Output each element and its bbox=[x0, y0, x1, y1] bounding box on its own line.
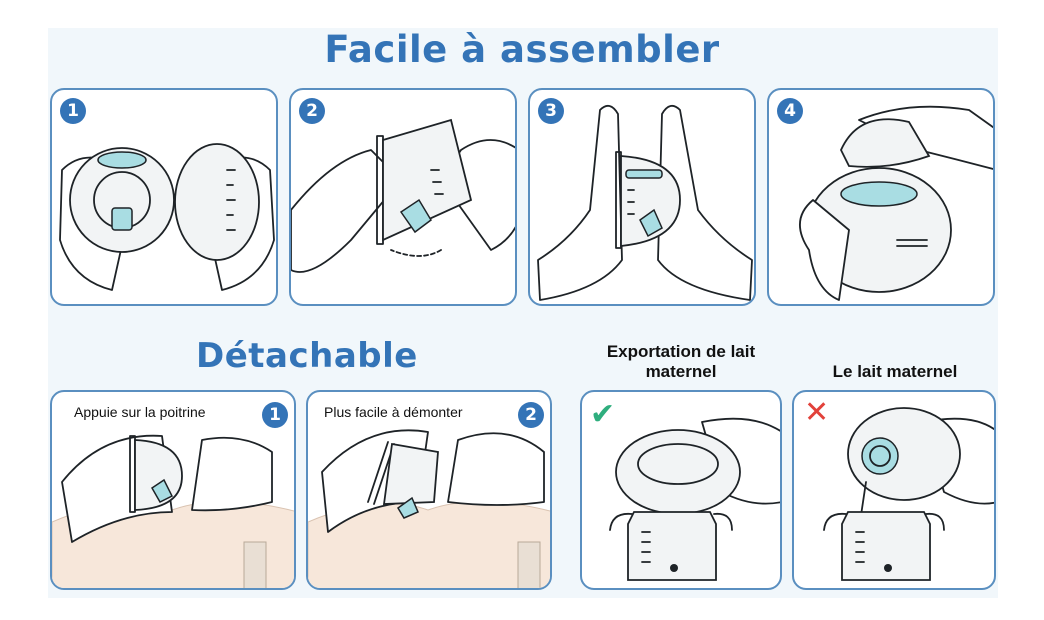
good-example-illustration bbox=[609, 417, 780, 581]
detach-step-1-panel: Appuie sur la poitrine 1 bbox=[50, 390, 296, 590]
assemble-step-1-panel: 1 bbox=[50, 88, 278, 306]
assemble-step-1-illustration bbox=[59, 143, 275, 291]
step-number-badge: 4 bbox=[777, 98, 803, 124]
assemble-step-2-panel: 2 bbox=[289, 88, 517, 306]
detach-step-2-panel: Plus facile à démonter 2 bbox=[306, 390, 552, 590]
good-example-panel: ✔ bbox=[580, 390, 782, 590]
bad-example-illustration bbox=[823, 407, 994, 581]
detach-step-2-illustration bbox=[308, 429, 550, 588]
assemble-step-4-illustration bbox=[799, 105, 993, 301]
bad-example-label: Le lait maternel bbox=[832, 362, 958, 381]
bad-example-panel: ✕ bbox=[792, 390, 996, 590]
cross-icon: ✕ bbox=[804, 396, 830, 429]
detach-heading: Détachable bbox=[196, 336, 418, 376]
assemble-step-3-panel: 3 bbox=[528, 88, 756, 306]
check-icon: ✔ bbox=[590, 398, 616, 431]
step-number-badge: 1 bbox=[60, 98, 86, 124]
detach-step-2-caption: Plus facile à démonter bbox=[324, 404, 463, 420]
detach-step-1-illustration bbox=[52, 434, 294, 588]
step-number-badge: 2 bbox=[518, 402, 544, 428]
step-number-badge: 2 bbox=[299, 98, 325, 124]
detach-step-1-caption: Appuie sur la poitrine bbox=[74, 404, 206, 420]
assemble-step-2-illustration bbox=[291, 118, 515, 273]
assemble-heading: Facile à assembler bbox=[324, 28, 720, 71]
assemble-step-3-illustration bbox=[537, 104, 753, 301]
good-example-label: Exportation de lait maternel bbox=[606, 342, 756, 381]
step-number-badge: 1 bbox=[262, 402, 288, 428]
step-number-badge: 3 bbox=[538, 98, 564, 124]
assemble-step-4-panel: 4 bbox=[767, 88, 995, 306]
